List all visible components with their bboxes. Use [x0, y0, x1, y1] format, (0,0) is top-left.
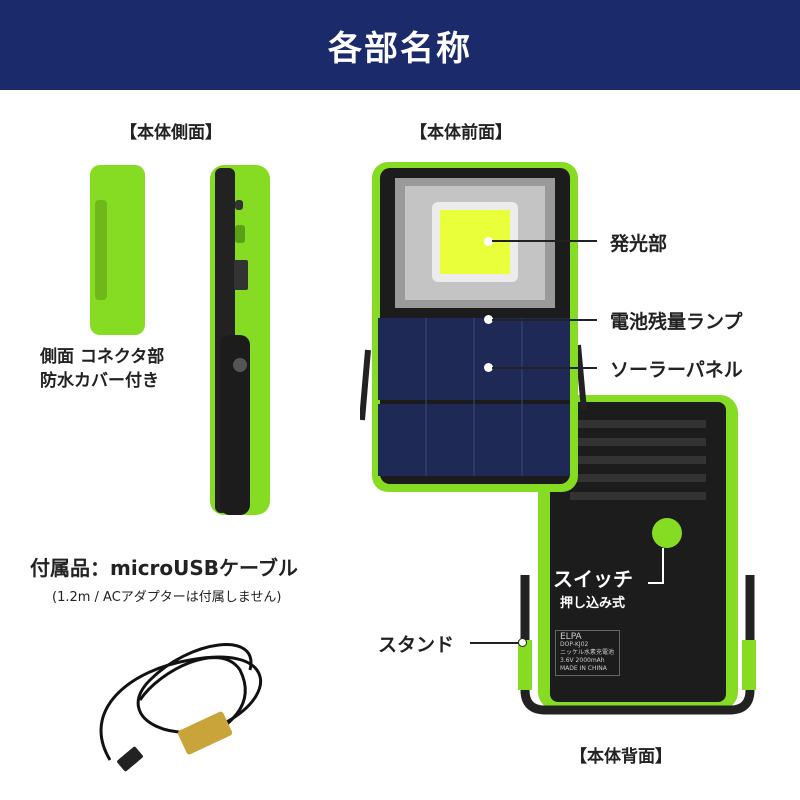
- solar-pointer-dot: [484, 363, 493, 372]
- light-pointer-line: [492, 240, 597, 242]
- connector-label-line1: 側面 コネクタ部: [40, 347, 165, 367]
- battery-label: 電池残量ランプ: [610, 311, 743, 333]
- label-brand: ELPA: [560, 632, 582, 642]
- label-battery-type: ニッケル水素充電池: [560, 649, 615, 656]
- light-pointer-dot: [484, 237, 493, 246]
- solar-pointer-line: [492, 367, 597, 369]
- battery-pointer-dot: [484, 315, 493, 324]
- side-view-illustration: [90, 165, 270, 515]
- stand-label: スタンド: [378, 634, 455, 656]
- page-title: 各部名称: [328, 28, 472, 69]
- usb-cable-illustration: [99, 643, 262, 772]
- back-view-illustration: [518, 395, 756, 715]
- label-spec: 3.6V 2000mAh: [560, 657, 605, 664]
- stand-pointer-dot: [518, 638, 527, 647]
- header-banner: 各部名称: [0, 0, 800, 90]
- label-origin: MADE IN CHINA: [560, 665, 607, 672]
- accessory-note: (1.2m / ACアダプターは付属しません): [52, 590, 282, 605]
- switch-sub-label: 押し込み式: [560, 596, 626, 611]
- switch-pointer-line-h: [648, 582, 664, 584]
- switch-pointer-line: [662, 548, 664, 583]
- switch-label: スイッチ: [553, 567, 633, 591]
- label-model: DOP-KJ02: [560, 641, 589, 648]
- light-label: 発光部: [610, 233, 668, 255]
- battery-pointer-line: [492, 319, 597, 321]
- section-title-back: 【本体背面】: [570, 747, 672, 767]
- solar-label: ソーラーパネル: [610, 359, 743, 381]
- front-view-illustration: [360, 162, 587, 492]
- section-title-front: 【本体前面】: [410, 123, 512, 143]
- side-connector-label: 側面 コネクタ部 防水カバー付き: [40, 345, 164, 393]
- device-spec-label: ELPA DOP-KJ02 ニッケル水素充電池 3.6V 2000mAh MAD…: [555, 630, 620, 676]
- connector-label-line2: 防水カバー付き: [40, 371, 159, 391]
- section-title-side: 【本体側面】: [120, 123, 222, 143]
- stand-pointer-line: [470, 642, 520, 644]
- accessory-title: 付属品：microUSBケーブル: [30, 556, 298, 580]
